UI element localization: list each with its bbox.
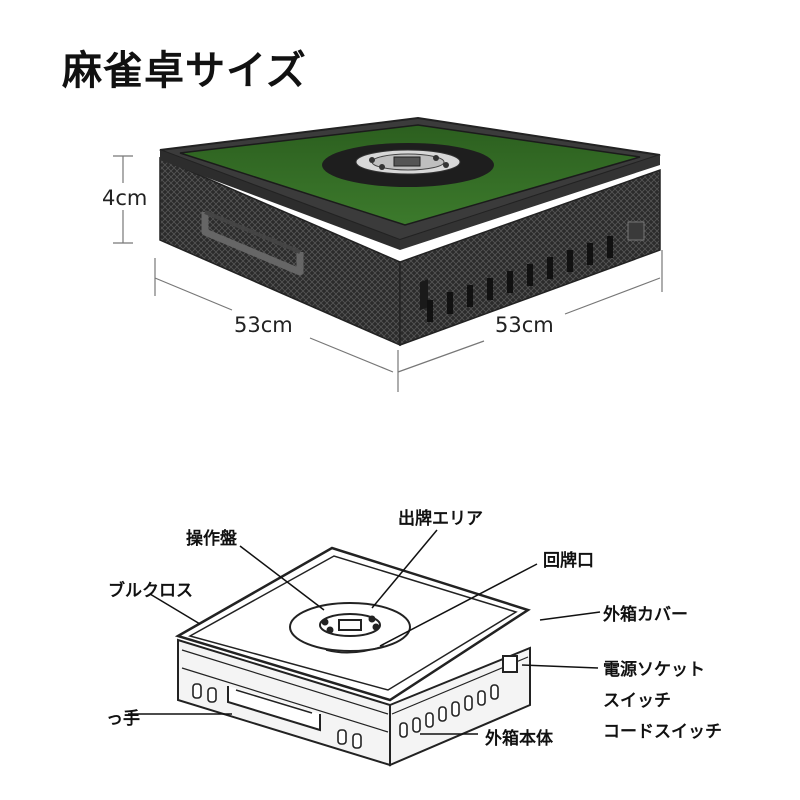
page-title: 麻雀卓サイズ: [62, 48, 307, 94]
width-dimension-label: 53cm: [495, 313, 554, 337]
height-dimension-label: 4cm: [102, 186, 148, 210]
parts-table: [174, 546, 531, 767]
dimension-lines: [113, 155, 663, 392]
cord-switch-label: コードスイッチ: [603, 722, 722, 742]
switch-label: スイッチ: [603, 691, 671, 711]
handle-label: っ手: [106, 709, 140, 729]
outer-cover-label: 外箱カバー: [603, 605, 688, 625]
tile-exit-area-label: 出牌エリア: [398, 509, 483, 529]
power-socket-label: 電源ソケット: [603, 660, 705, 680]
outer-body-label: 外箱本体: [485, 729, 553, 749]
table-body: [159, 156, 661, 347]
table-top: [159, 116, 661, 250]
depth-dimension-label: 53cm: [234, 313, 293, 337]
control-panel-label: 操作盤: [186, 529, 237, 549]
cloth-label: ブルクロス: [108, 581, 193, 601]
leader-lines: [128, 529, 601, 735]
tile-return-slot-label: 回牌口: [543, 551, 594, 571]
